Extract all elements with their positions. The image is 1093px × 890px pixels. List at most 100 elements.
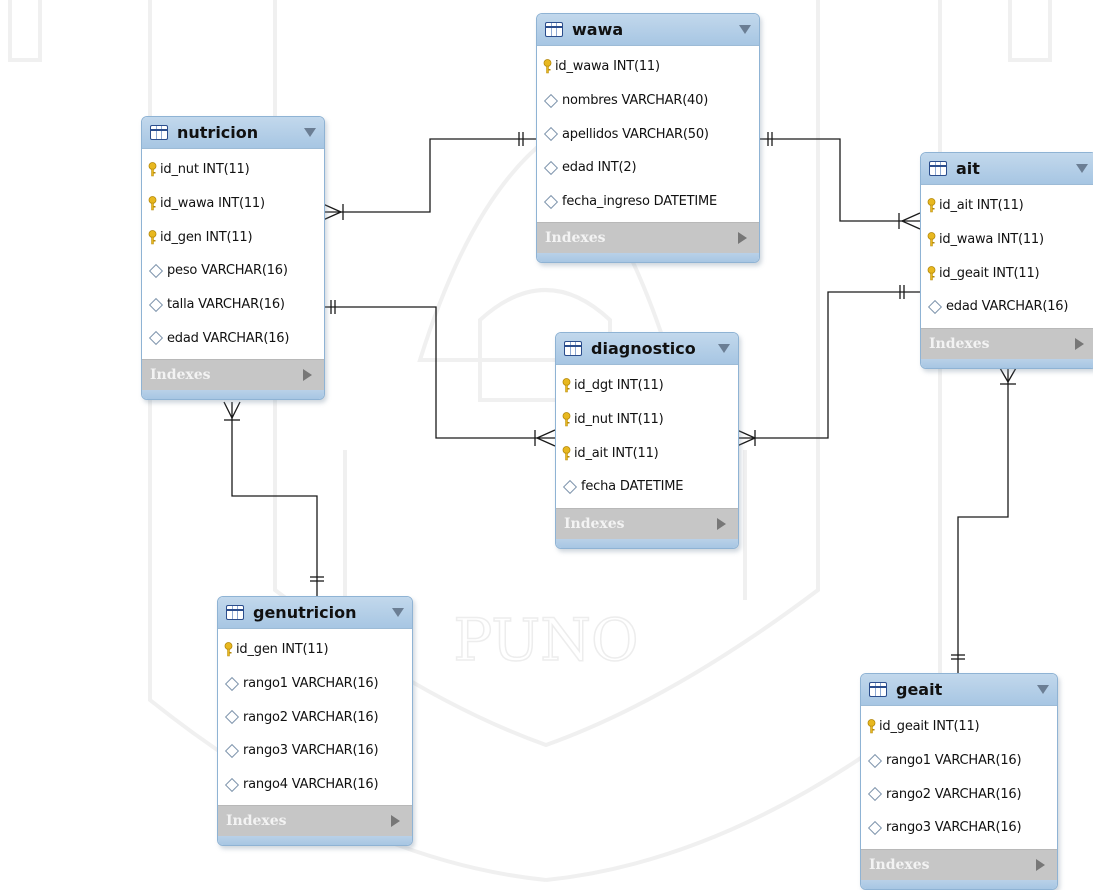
chevron-down-icon[interactable] [718,344,730,353]
column-label: rango3 VARCHAR(16) [243,743,379,759]
diamond-icon [224,743,240,758]
entity-genutricion[interactable]: genutricion id_gen INT(11) rango1 VARCHA… [217,596,413,847]
column-label: id_nut INT(11) [574,412,664,428]
column-label: id_dgt INT(11) [574,378,664,394]
entity-header[interactable]: ait [921,153,1093,185]
column-row[interactable]: talla VARCHAR(16) [142,288,324,322]
column-row[interactable]: rango2 VARCHAR(16) [218,700,412,734]
column-row[interactable]: id_ait INT(11) [556,436,738,470]
entity-ait[interactable]: ait id_ait INT(11) id_wawa INT(11) id_ge… [920,152,1093,369]
chevron-down-icon[interactable] [1037,685,1049,694]
rel-genutricion-nutricion [231,402,318,596]
entity-header[interactable]: diagnostico [556,333,738,365]
key-icon [562,412,571,427]
column-label: fecha DATETIME [581,479,684,495]
table-icon [564,341,582,356]
column-list: id_geait INT(11) rango1 VARCHAR(16) rang… [861,706,1057,849]
column-row[interactable]: id_nut INT(11) [142,153,324,187]
entity-title: wawa [572,20,624,39]
diamond-icon [148,263,164,278]
column-label: edad INT(2) [562,160,637,176]
column-label: id_geait INT(11) [879,719,980,735]
column-list: id_nut INT(11) id_wawa INT(11) id_gen IN… [142,149,324,360]
column-list: id_dgt INT(11) id_nut INT(11) id_ait INT… [556,365,738,508]
entity-wawa[interactable]: wawa id_wawa INT(11) nombres VARCHAR(40)… [536,13,760,264]
column-row[interactable]: id_wawa INT(11) [921,223,1093,257]
column-label: id_ait INT(11) [939,198,1024,214]
rel-wawa-ait-crow-foot [900,212,921,230]
chevron-down-icon[interactable] [1076,164,1088,173]
diamond-icon [867,753,883,768]
play-icon[interactable] [717,517,726,530]
column-row[interactable]: rango3 VARCHAR(16) [861,811,1057,845]
play-icon[interactable] [738,232,747,245]
play-icon[interactable] [1036,858,1045,871]
column-row[interactable]: id_nut INT(11) [556,403,738,437]
diamond-icon [562,479,578,494]
column-row[interactable]: nombres VARCHAR(40) [537,84,759,118]
indexes-toggle[interactable]: Indexes [861,848,1057,880]
indexes-label: Indexes [869,856,930,873]
column-label: rango1 VARCHAR(16) [243,676,379,692]
column-row[interactable]: fecha_ingreso DATETIME [537,185,759,219]
column-row[interactable]: edad VARCHAR(16) [921,290,1093,324]
chevron-down-icon[interactable] [304,128,316,137]
column-row[interactable]: rango4 VARCHAR(16) [218,768,412,802]
indexes-toggle[interactable]: Indexes [142,359,324,391]
column-row[interactable]: id_geait INT(11) [861,710,1057,744]
column-label: id_wawa INT(11) [939,232,1044,248]
entity-header[interactable]: wawa [537,14,759,46]
indexes-toggle[interactable]: Indexes [921,327,1093,359]
play-icon[interactable] [303,369,312,382]
column-row[interactable]: edad INT(2) [537,151,759,185]
indexes-toggle[interactable]: Indexes [218,805,412,837]
entity-diagnostico[interactable]: diagnostico id_dgt INT(11) id_nut INT(11… [555,332,739,549]
column-row[interactable]: id_wawa INT(11) [142,187,324,221]
column-row[interactable]: rango1 VARCHAR(16) [861,744,1057,778]
rel-nutricion-diagnostico-crow-foot [535,429,556,447]
column-label: rango2 VARCHAR(16) [243,709,379,725]
entity-header[interactable]: geait [861,674,1057,706]
rel-ait-diagnostico-crow-foot [736,429,757,447]
play-icon[interactable] [1075,337,1084,350]
entity-footer [218,836,412,846]
entity-header[interactable]: nutricion [142,117,324,149]
column-row[interactable]: id_wawa INT(11) [537,50,759,84]
table-icon [869,682,887,697]
diamond-icon [224,676,240,691]
column-label: id_gen INT(11) [160,229,253,245]
key-icon [562,445,571,461]
column-label: edad VARCHAR(16) [946,299,1069,315]
column-label: id_gen INT(11) [236,642,329,658]
rel-geait-ait-crow-foot [999,367,1017,384]
column-row[interactable]: rango2 VARCHAR(16) [861,777,1057,811]
entity-nutricion[interactable]: nutricion id_nut INT(11) id_wawa INT(11)… [141,116,325,401]
rel-wawa-nutricion-crow-foot [322,203,343,221]
column-row[interactable]: id_dgt INT(11) [556,369,738,403]
column-row[interactable]: apellidos VARCHAR(50) [537,117,759,151]
column-row[interactable]: fecha DATETIME [556,470,738,504]
table-icon [929,161,947,176]
diamond-icon [543,160,559,175]
column-row[interactable]: id_geait INT(11) [921,256,1093,290]
indexes-label: Indexes [150,367,211,384]
entity-header[interactable]: genutricion [218,597,412,629]
rel-geait-ait [957,368,1009,673]
indexes-toggle[interactable]: Indexes [556,507,738,539]
entity-footer [537,253,759,263]
column-row[interactable]: edad VARCHAR(16) [142,321,324,355]
column-row[interactable]: rango1 VARCHAR(16) [218,667,412,701]
column-row[interactable]: id_gen INT(11) [218,633,412,667]
column-row[interactable]: id_ait INT(11) [921,189,1093,223]
key-icon [543,59,552,74]
entity-geait[interactable]: geait id_geait INT(11) rango1 VARCHAR(16… [860,673,1058,890]
column-row[interactable]: id_gen INT(11) [142,220,324,254]
play-icon[interactable] [391,815,400,828]
chevron-down-icon[interactable] [392,608,404,617]
column-row[interactable]: rango3 VARCHAR(16) [218,734,412,768]
indexes-toggle[interactable]: Indexes [537,222,759,254]
chevron-down-icon[interactable] [739,25,751,34]
entity-footer [861,879,1057,889]
column-row[interactable]: peso VARCHAR(16) [142,254,324,288]
column-list: id_gen INT(11) rango1 VARCHAR(16) rango2… [218,629,412,806]
